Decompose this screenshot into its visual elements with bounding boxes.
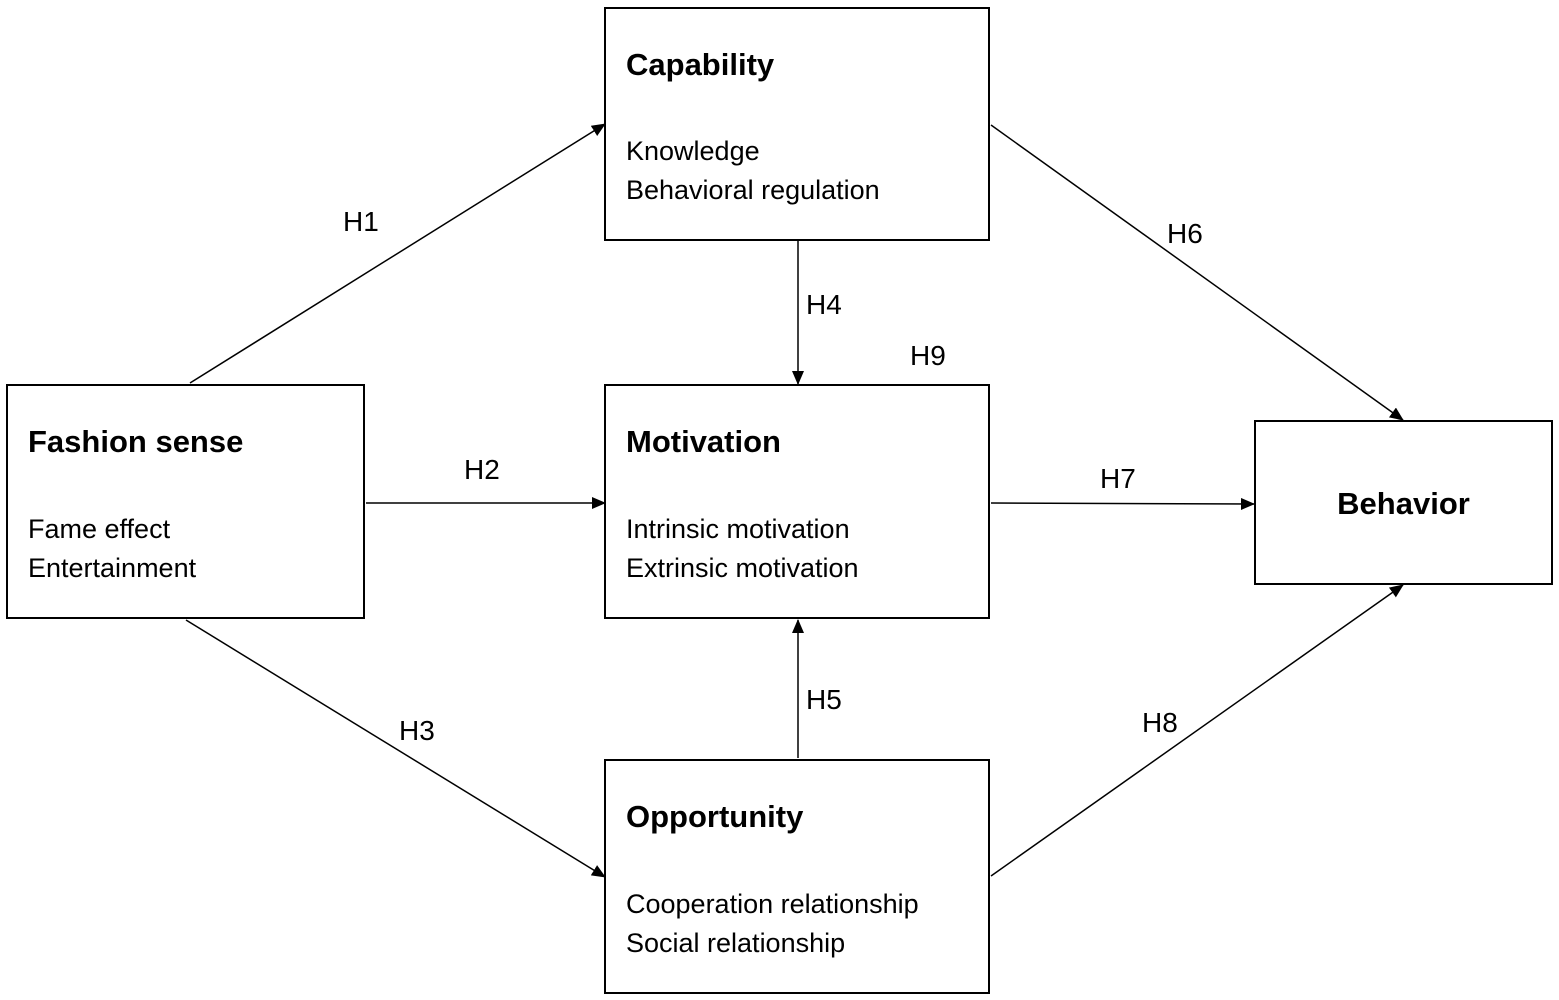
hypothesis-label-h5: H5 [806,684,842,715]
capability-item-knowledge: Knowledge [626,136,760,166]
motivation-item-extrinsic: Extrinsic motivation [626,553,859,583]
fashion-sense-item-fame-effect: Fame effect [28,514,171,544]
capability-box: Capability Knowledge Behavioral regulati… [604,7,990,241]
behavior-title: Behavior [1337,486,1470,521]
hypothesis-label-h2: H2 [464,454,500,485]
arrow-h7-motivation-to-behavior [990,497,1255,510]
capability-items: Knowledge Behavioral regulation [626,132,880,210]
fashion-sense-box: Fashion sense Fame effect Entertainment [6,384,365,619]
fashion-sense-title: Fashion sense [28,424,244,459]
hypothesis-label-h4: H4 [806,289,842,320]
motivation-items: Intrinsic motivation Extrinsic motivatio… [626,510,859,588]
arrow-h3-fashion-to-opportunity [185,619,606,878]
opportunity-title: Opportunity [626,799,804,834]
opportunity-item-social: Social relationship [626,928,846,958]
arrow-h1-fashion-to-capability [189,123,606,384]
opportunity-box: Opportunity Cooperation relationship Soc… [604,759,990,994]
motivation-box: Motivation Intrinsic motivation Extrinsi… [604,384,990,619]
capability-item-behavioral-regulation: Behavioral regulation [626,175,880,205]
behavior-box: Behavior [1254,420,1553,585]
opportunity-item-cooperation: Cooperation relationship [626,889,919,919]
opportunity-items: Cooperation relationship Social relation… [626,885,919,963]
hypothesis-label-h6: H6 [1167,218,1203,249]
hypothesis-label-h3: H3 [399,715,435,746]
hypothesis-label-h1: H1 [343,206,379,237]
capability-title: Capability [626,47,775,82]
arrow-h8-opportunity-to-behavior [990,584,1404,877]
motivation-title: Motivation [626,424,781,459]
fashion-sense-items: Fame effect Entertainment [28,510,196,588]
motivation-item-intrinsic: Intrinsic motivation [626,514,850,544]
fashion-sense-item-entertainment: Entertainment [28,553,197,583]
arrow-h6-capability-to-behavior [990,124,1404,421]
hypothesis-label-h7: H7 [1100,463,1136,494]
hypothesis-label-h8: H8 [1142,707,1178,738]
hypothesis-label-h9: H9 [910,340,946,371]
